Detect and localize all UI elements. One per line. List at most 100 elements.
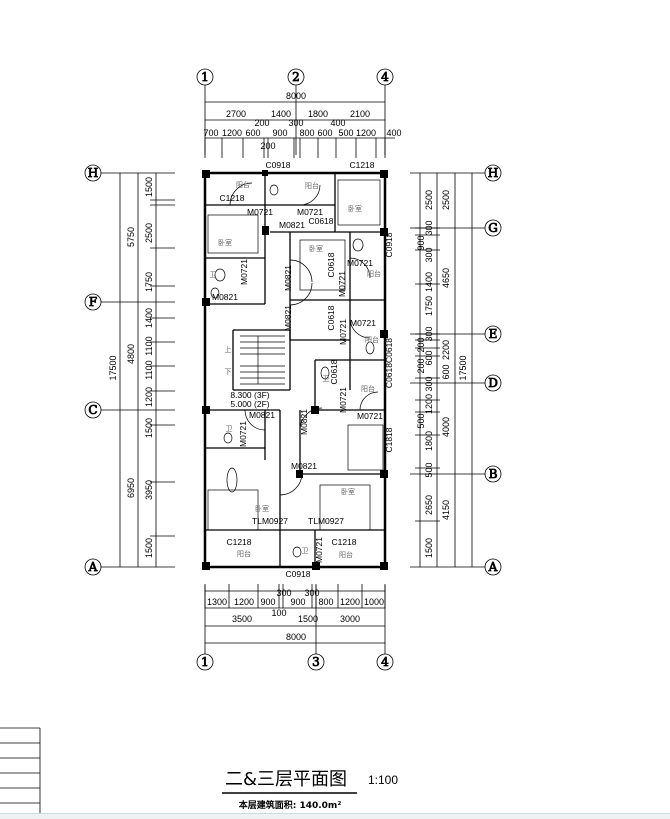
opening-label: C1218	[226, 537, 251, 547]
room-label: 阳台	[236, 180, 250, 189]
axis-label: D	[488, 376, 498, 390]
room-label: 卧室	[348, 204, 362, 213]
axis-bubble-right: G	[484, 219, 502, 237]
axis-bubble-bottom: 4	[376, 653, 394, 671]
axis-label: H	[488, 166, 498, 180]
dim-top-detail: 400	[386, 128, 401, 138]
dim-top-detail: 600	[245, 128, 260, 138]
dim-top-detail: 1200	[356, 128, 376, 138]
dim-right-detail: 200	[416, 358, 426, 373]
axis-label: 1	[201, 655, 209, 669]
axis-bubble-left: C	[84, 401, 102, 419]
dim-bottom-detail: 800	[318, 597, 333, 607]
dim-top-detail: 200	[254, 118, 269, 128]
room-label: 阳台	[365, 335, 379, 344]
dim-right-detail: 1500	[424, 538, 434, 558]
dim-right-detail: 500	[424, 462, 434, 477]
dim-bottom-detail: 900	[290, 597, 305, 607]
dim-top: 1400	[271, 109, 291, 119]
dim-left: 4800	[126, 344, 136, 364]
dim-bottom-detail: 300	[276, 588, 291, 598]
room-label: 阳台	[339, 550, 353, 559]
dim-bottom: 1500	[298, 614, 318, 624]
axis-label: 3	[312, 655, 320, 669]
dim-right-detail: 1800	[424, 431, 434, 451]
dim-top-detail: 1200	[222, 128, 242, 138]
dim-bottom: 100	[271, 608, 286, 618]
axis-label: H	[88, 166, 98, 180]
dim-left-detail: 2500	[144, 223, 154, 243]
opening-label: C0918	[384, 232, 394, 257]
axis-label: 2	[292, 70, 300, 84]
dim-right-detail: 600	[424, 350, 434, 365]
opening-label: M0821	[283, 305, 293, 331]
dim-right-detail: 200	[416, 337, 426, 352]
opening-label: TLM0927	[308, 516, 344, 526]
dim-top-detail: 900	[272, 128, 287, 138]
dim-top-detail: 500	[338, 128, 353, 138]
axis-bubble-top: 4	[376, 68, 394, 86]
axis-label: C	[88, 403, 97, 417]
opening-label: M0721	[357, 411, 383, 421]
dim-right-detail: 1400	[424, 272, 434, 292]
dim-right: 2200	[441, 340, 451, 360]
opening-label: M0721	[297, 207, 323, 217]
axis-label: F	[89, 295, 97, 309]
dim-right-detail: 300	[424, 376, 434, 391]
dim-bottom: 3500	[232, 614, 252, 624]
level-2f: 5.000 (2F)	[230, 399, 269, 409]
dim-right: 4650	[441, 268, 451, 288]
dim-right-detail: 300	[424, 326, 434, 341]
drawing-title: 二&三层平面图	[225, 769, 347, 790]
legend-table	[0, 727, 41, 813]
dim-left-detail: 1750	[144, 272, 154, 292]
room-label: 阳台	[367, 269, 381, 278]
dim-top-detail: 200	[260, 141, 275, 151]
dim-bottom-detail: 1200	[340, 597, 360, 607]
opening-label: M0821	[291, 461, 317, 471]
opening-label: M0821	[212, 292, 238, 302]
opening-label: M0721	[338, 319, 348, 345]
dim-top: 2100	[350, 109, 370, 119]
axis-label: 4	[381, 70, 389, 84]
dim-top-detail: 800	[299, 128, 314, 138]
dim-right-detail: 1200	[424, 394, 434, 414]
room-label: 卫	[323, 375, 330, 383]
dim-right: 4150	[441, 500, 451, 520]
axis-bubble-bottom: 3	[307, 653, 325, 671]
dim-right-detail: 300	[424, 247, 434, 262]
opening-label: M0721	[239, 259, 249, 285]
dim-top-detail: 600	[317, 128, 332, 138]
stair-up-label: 上	[225, 345, 232, 354]
dim-left: 5750	[126, 227, 136, 247]
opening-label: C0618	[326, 305, 336, 330]
dim-bottom-detail: 1300	[207, 597, 227, 607]
dim-bottom-detail: 300	[304, 588, 319, 598]
room-label: 阳台	[237, 549, 251, 558]
room-label: 卧室	[309, 244, 323, 253]
dim-right-total: 17500	[458, 355, 468, 380]
opening-label: C1218	[349, 160, 374, 170]
opening-label: M0821	[279, 220, 305, 230]
dim-top-detail: 300	[288, 118, 303, 128]
axis-bubble-right: B	[484, 465, 502, 483]
building-walls	[202, 170, 388, 570]
room-label: 卫	[226, 425, 233, 433]
opening-label: M0721	[338, 387, 348, 413]
bottom-scrollbar[interactable]	[0, 813, 670, 819]
stair-down-label: 下	[225, 368, 232, 376]
opening-label: C1218	[219, 193, 244, 203]
axis-label: A	[488, 560, 498, 574]
dim-left-detail: 3950	[144, 480, 154, 500]
dimension-lines	[119, 101, 473, 644]
opening-label: M0721	[350, 318, 376, 328]
dim-left-detail: 1100	[144, 336, 154, 355]
opening-label: M0721	[337, 271, 347, 297]
dim-left-detail: 1500	[144, 418, 154, 438]
room-label: 卧室	[218, 238, 232, 247]
room-labels: 阳台阳台卧室卧室卫卧室阳台阳台卫阳台卫卧室卧室阳台卫阳台	[210, 180, 382, 559]
dim-top-total: 8000	[286, 91, 306, 101]
